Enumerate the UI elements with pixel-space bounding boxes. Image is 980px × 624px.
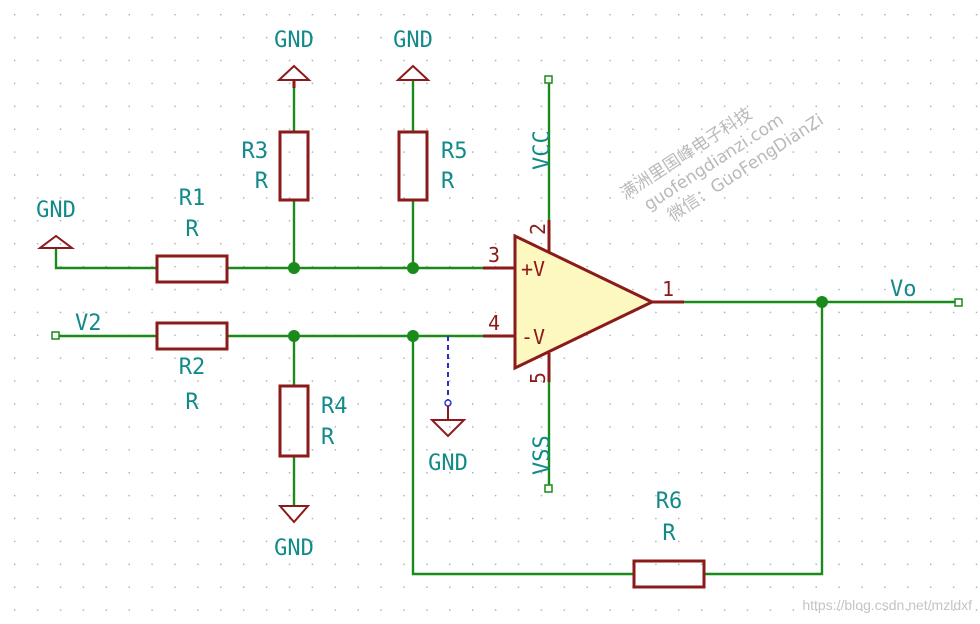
wire-feedback-left: [411, 336, 634, 576]
wire-feedback-right: [704, 302, 824, 576]
terminal-vo: [954, 298, 963, 307]
gnd-label-r5: GND: [393, 28, 433, 53]
vss-label: VSS: [530, 435, 555, 475]
credit-url: https://blog.csdn.net/mzldxf: [802, 597, 972, 613]
opamp-pin3-number: 3: [488, 243, 500, 267]
r2-ref: R2: [179, 355, 206, 380]
opamp-pin1-number: 1: [662, 277, 674, 301]
r3-value: R: [255, 169, 269, 194]
resistor-r1: [155, 254, 229, 284]
r3-ref: R3: [242, 139, 269, 164]
terminal-v2: [51, 331, 60, 340]
vcc-label: VCC: [530, 130, 555, 170]
junction-output: [816, 296, 828, 308]
opamp-pin4-number: 4: [488, 311, 500, 335]
gnd-symbol-r4: [277, 505, 311, 524]
gnd-symbol-r5: [395, 64, 431, 81]
junction-r5: [407, 262, 419, 274]
net-label-v2: V2: [75, 311, 102, 336]
resistor-r4: [278, 384, 310, 458]
opamp-body: [513, 233, 656, 371]
opamp-pin3-name: +V: [521, 257, 545, 281]
resistor-r6: [632, 559, 706, 589]
gnd-label-dashed: GND: [428, 451, 468, 476]
junctions: [288, 262, 828, 342]
junction-r3: [288, 262, 300, 274]
r1-value: R: [185, 217, 199, 242]
terminal-vss: [544, 484, 553, 493]
r4-ref: R4: [321, 394, 348, 419]
resistor-r3: [278, 130, 310, 202]
r6-ref: R6: [656, 489, 683, 514]
opamp-pin5-number: 5: [526, 372, 550, 384]
resistor-r5: [397, 130, 429, 202]
gnd-label-left: GND: [36, 198, 76, 223]
gnd-symbol-dashed: [429, 399, 467, 438]
opamp: [483, 220, 684, 382]
gnd-symbol-left: [37, 234, 75, 249]
r6-value: R: [662, 521, 676, 546]
r2-value: R: [185, 390, 199, 415]
junction-feedback: [407, 330, 419, 342]
gnd-label-r4: GND: [274, 536, 314, 561]
gnd-label-r3: GND: [274, 28, 314, 53]
opamp-pin2-number: 2: [526, 223, 550, 235]
junction-r4: [288, 330, 300, 342]
wire-gnd-r1: [54, 248, 157, 270]
r5-ref: R5: [441, 139, 468, 164]
resistor-r2: [155, 321, 229, 351]
r1-ref: R1: [179, 186, 206, 211]
r5-value: R: [441, 169, 455, 194]
terminal-vcc: [544, 75, 553, 84]
net-label-vo: Vo: [890, 277, 917, 302]
r4-value: R: [321, 425, 335, 450]
opamp-pin4-name: -V: [521, 325, 545, 349]
gnd-symbol-r3: [276, 64, 312, 88]
wires: [54, 80, 957, 576]
